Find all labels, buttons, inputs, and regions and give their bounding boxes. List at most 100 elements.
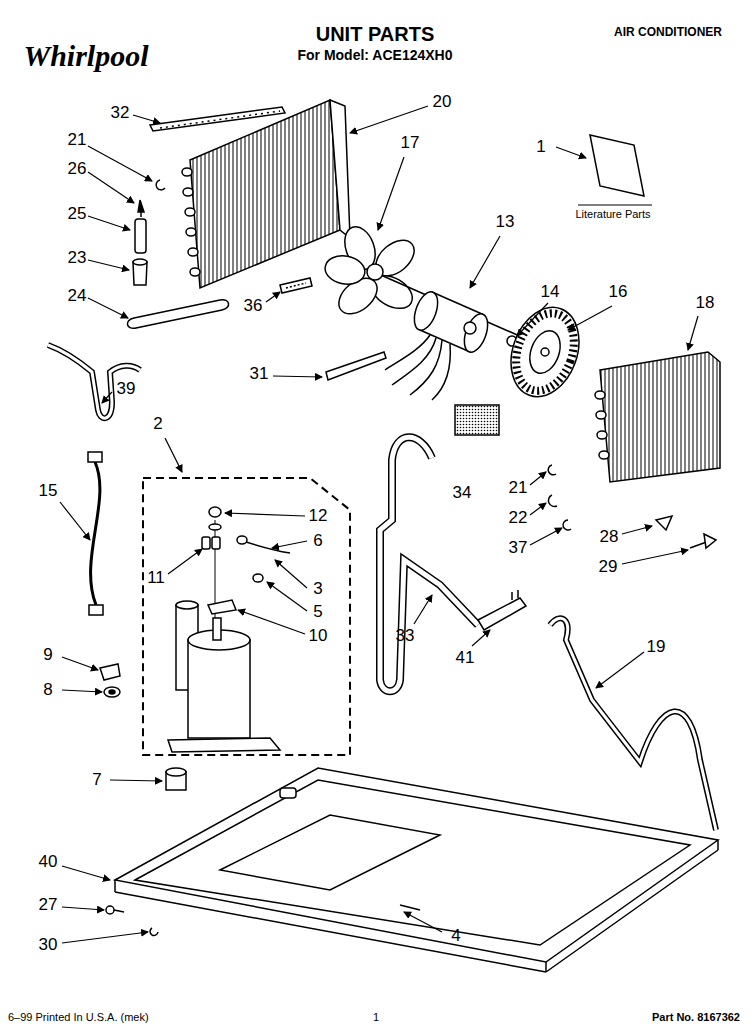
- callout-number: 10: [309, 627, 328, 646]
- leader-lines-shape: [62, 866, 110, 880]
- condenser-coil-shape-shape: [183, 188, 193, 196]
- strip-shape: [326, 352, 386, 380]
- callout-number: 3: [313, 580, 322, 599]
- foam-block: [280, 278, 312, 293]
- screws-shape: [106, 906, 114, 914]
- leader-lines-shape: [133, 115, 160, 123]
- drain-tube-shape: [517, 590, 519, 598]
- wire-harness: [88, 452, 103, 615]
- base-pan-shape: [280, 788, 296, 798]
- callout-number: 33: [396, 627, 415, 646]
- product-type: AIR CONDITIONER: [614, 26, 722, 39]
- mount-parts-shape: [109, 690, 115, 694]
- leader-lines-shape: [568, 306, 612, 330]
- leader-lines-shape: [62, 690, 102, 692]
- callout-number: 18: [696, 294, 715, 313]
- leader-lines-shape: [404, 912, 442, 932]
- valve-parts-shape: [138, 200, 144, 212]
- leader-lines-shape: [622, 550, 688, 564]
- evaporator-coil-shape-shape: [599, 451, 609, 459]
- compressor-group-shape: [209, 524, 221, 530]
- drain-tube-shape: [511, 592, 513, 600]
- literature-caption: Literature Parts: [575, 208, 650, 220]
- callout-number: 31: [250, 365, 269, 384]
- fan-motor-shape: [432, 344, 450, 400]
- leader-lines-shape: [110, 780, 162, 781]
- strap-shape: [550, 618, 716, 830]
- drain-tube: [380, 437, 526, 691]
- callout-number: 27: [39, 896, 58, 915]
- base-pan-shape: [717, 840, 719, 850]
- evaporator-coil-shape-shape: [595, 391, 605, 399]
- leader-lines-shape: [378, 157, 404, 230]
- fan-blade-shape: [367, 264, 383, 280]
- blower-wheel: [499, 298, 591, 406]
- compressor-group: [143, 478, 350, 755]
- callout-number: 15: [39, 482, 58, 501]
- tube-shape: [48, 345, 140, 418]
- leader-lines-shape: [275, 560, 307, 588]
- callout-number: 23: [68, 249, 87, 268]
- fan-blade-shape: [323, 253, 367, 288]
- drain-tube-shape: [380, 437, 478, 691]
- page-number: 1: [373, 1011, 379, 1023]
- leader-lines-shape: [88, 172, 134, 203]
- leader-lines-shape: [472, 630, 490, 646]
- callout-number: 21: [68, 131, 87, 150]
- valve-parts-shape: [133, 259, 147, 265]
- base-pan-shape: [546, 850, 718, 972]
- callout-number: 22: [509, 509, 528, 528]
- condenser-coil-shape: [330, 100, 350, 238]
- evaporator-coil: [595, 352, 720, 482]
- callout-number: 26: [68, 160, 87, 179]
- clips-shape: [563, 520, 571, 530]
- condenser-coil-shape-shape: [190, 268, 200, 276]
- evaporator-coil-shape-shape: [597, 431, 607, 439]
- callout-number: 29: [599, 558, 618, 577]
- leader-lines-shape: [238, 610, 305, 634]
- callout-number: 34: [453, 484, 472, 503]
- callout-number: 11: [147, 569, 165, 588]
- base-pan-shape: [220, 815, 440, 890]
- filter-pad: [455, 405, 499, 435]
- callout-number: 41: [456, 649, 475, 668]
- compressor-group-shape: [212, 537, 220, 549]
- callout-number: 40: [39, 853, 58, 872]
- callout-number: 5: [313, 603, 322, 622]
- strap-shape: [550, 618, 716, 830]
- leader-lines-shape: [88, 216, 130, 230]
- tube: [48, 345, 140, 418]
- callout-number: 32: [111, 104, 130, 123]
- leader-lines-shape: [350, 106, 428, 133]
- leader-lines-shape: [62, 657, 98, 670]
- leader-lines-shape: [102, 392, 112, 403]
- filter-pad-shape: [455, 405, 499, 435]
- callout-number: 12: [309, 507, 328, 526]
- wire-harness-shape: [88, 452, 102, 462]
- strap: [550, 618, 716, 830]
- callout-number: 19: [647, 638, 666, 657]
- compressor-group-shape: [188, 640, 250, 738]
- callout-number: 39: [117, 380, 136, 399]
- leader-lines-shape: [62, 907, 104, 910]
- literature-book-shape: [578, 205, 652, 206]
- condenser-coil-shape-shape: [186, 228, 196, 236]
- print-note: 6–99 Printed In U.S.A. (mek): [8, 1011, 149, 1023]
- base-pan-shape: [400, 905, 420, 910]
- callout-number: 20: [433, 93, 452, 112]
- fan-motor-shape: [410, 289, 442, 333]
- base-pan-shape: [545, 962, 547, 972]
- compressor-group-shape: [202, 537, 210, 549]
- blower-wheel-shape: [524, 327, 565, 378]
- valve-parts-shape: [156, 180, 165, 190]
- callout-number: 17: [401, 134, 420, 153]
- valve-parts-shape: [135, 219, 146, 253]
- base-pan-shape: [115, 892, 546, 972]
- fan-motor-shape: [392, 338, 436, 385]
- leader-lines-shape: [530, 503, 546, 515]
- clips-shape: [548, 465, 556, 475]
- condenser-coil: [182, 100, 350, 288]
- foam-block-shape: [280, 278, 312, 293]
- wire-harness-shape: [91, 462, 100, 605]
- part-number: Part No. 8167362: [652, 1011, 740, 1023]
